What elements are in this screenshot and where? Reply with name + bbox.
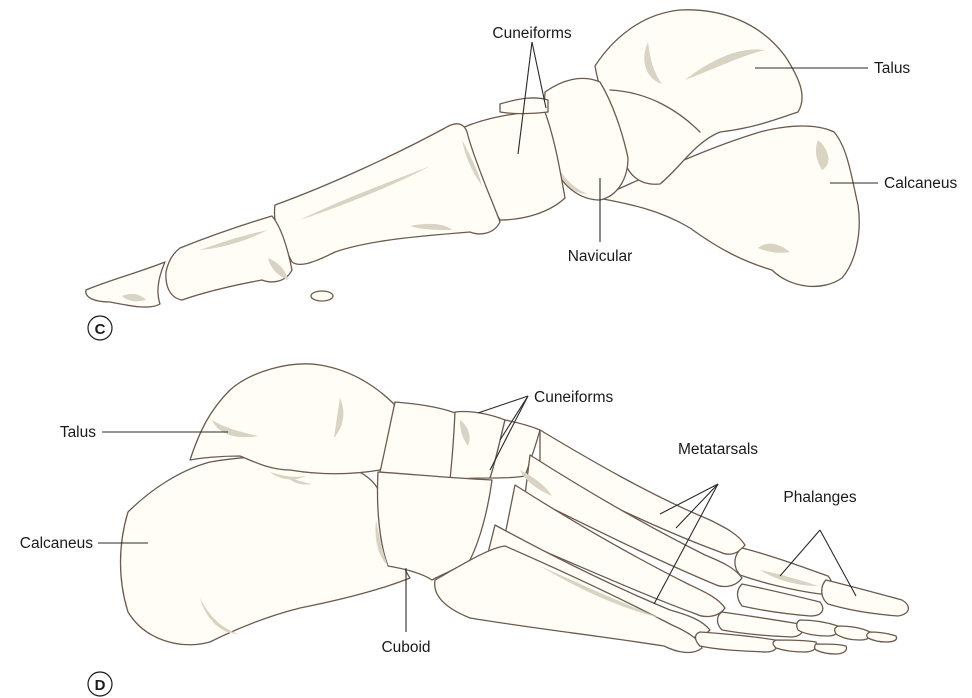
panel-d-phalanges-label: Phalanges — [783, 489, 857, 506]
panel-d-letter: D — [95, 677, 106, 694]
panel-d-metatarsals-label: Metatarsals — [678, 441, 758, 458]
panel-c-letter: C — [95, 321, 106, 338]
panel-c-phalanx-bone — [86, 262, 165, 307]
panel-c-phalanx-bone — [166, 216, 292, 300]
panel-c-sesamoid-bone — [311, 291, 333, 301]
panel-d-phalanx-bone — [815, 644, 847, 654]
panel-c-navicular-label: Navicular — [568, 248, 633, 265]
panel-d-phalanx-bone — [835, 626, 871, 640]
panel-d-phalanges-group — [696, 548, 909, 654]
panel-c-calcaneus-label: Calcaneus — [884, 175, 957, 192]
panel-d-cuneiforms-label: Cuneiforms — [534, 389, 613, 406]
panel-d-calcaneus-label: Calcaneus — [20, 535, 93, 552]
panel-d-phalanx-bone — [822, 580, 909, 616]
panel-d-phalanx-bone — [773, 640, 817, 652]
panel-c-cuneiforms-label: Cuneiforms — [492, 25, 571, 42]
panel-d-cuboid-label: Cuboid — [381, 639, 430, 656]
panel-d-talus-bone — [190, 364, 395, 474]
panel-d-calcaneus-bone — [121, 457, 411, 645]
panel-c-talus-label: Talus — [874, 60, 910, 77]
panel-d-phalanx-bone — [867, 632, 897, 642]
panel-d-navicular-bone — [380, 402, 460, 480]
panel-d-phalanx-bone — [718, 612, 803, 637]
panel-c-metatarsal-bone — [274, 124, 500, 265]
panel-d-illustration — [121, 364, 909, 654]
panel-c-illustration — [86, 10, 859, 307]
panel-d-talus-label: Talus — [60, 424, 96, 441]
panel-d-phalanx-bone — [797, 620, 839, 636]
